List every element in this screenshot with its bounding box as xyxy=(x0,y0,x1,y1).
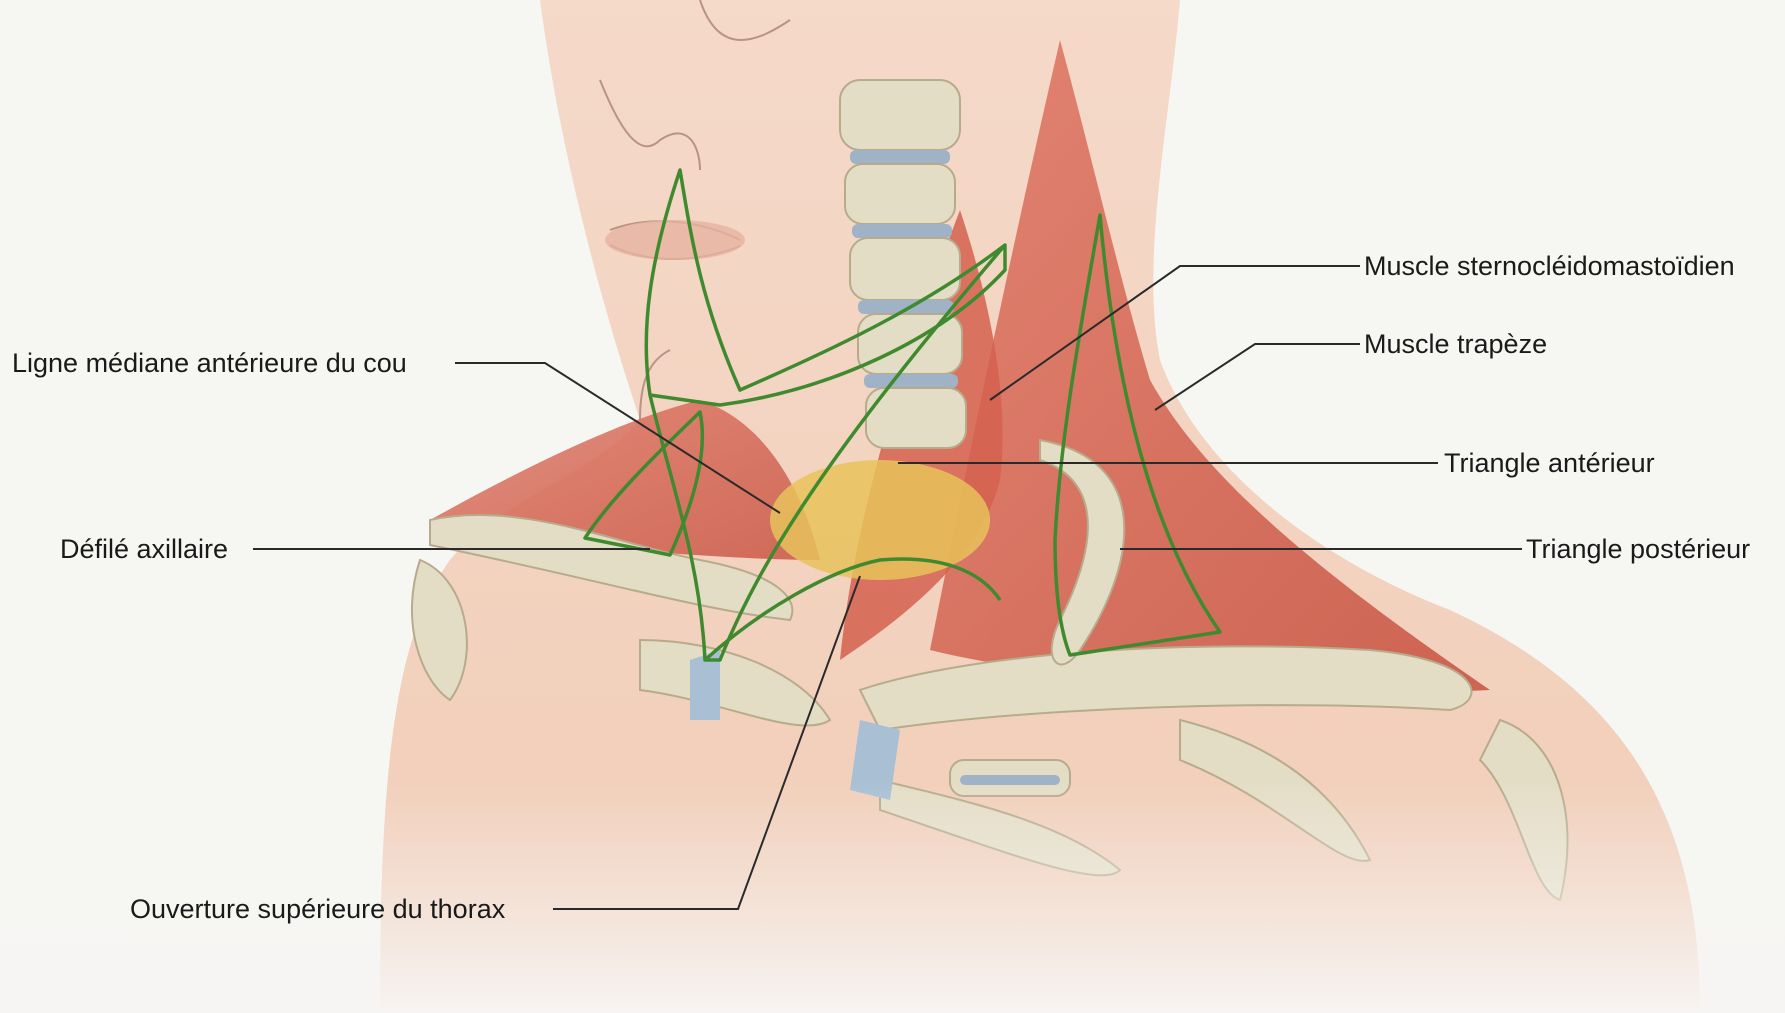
label-anterior-triangle: Triangle antérieur xyxy=(1444,447,1655,479)
thyroid-gland xyxy=(770,460,990,580)
label-trapezius: Muscle trapèze xyxy=(1364,328,1547,360)
lips xyxy=(605,220,745,260)
label-thoracic-inlet: Ouverture supérieure du thorax xyxy=(130,893,505,925)
label-posterior-triangle: Triangle postérieur xyxy=(1526,533,1750,565)
label-anterior-midline: Ligne médiane antérieure du cou xyxy=(12,347,407,379)
label-sternocleidomastoid: Muscle sternocléidomastoïdien xyxy=(1364,250,1735,282)
label-axillary-inlet: Défilé axillaire xyxy=(60,533,228,565)
